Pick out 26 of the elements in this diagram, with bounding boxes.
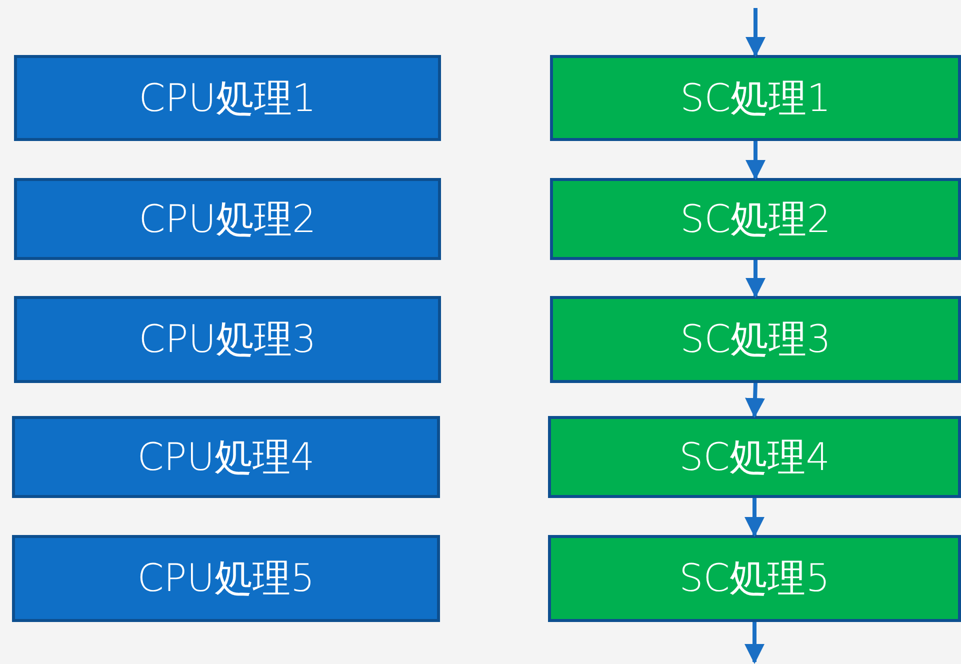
process-label: SC処理1: [680, 74, 831, 122]
arrow: [746, 141, 766, 180]
process-label: CPU処理5: [137, 555, 315, 602]
arrow: [745, 382, 766, 418]
process-box: [12, 416, 440, 498]
process-box: [14, 55, 441, 141]
process-box: [14, 296, 441, 383]
process-label: CPU処理4: [137, 434, 315, 480]
process-box: [12, 535, 440, 622]
arrow: [746, 8, 766, 57]
process-box: [550, 296, 961, 383]
process-label: SC処理5: [679, 555, 830, 602]
arrow: [746, 260, 766, 298]
process-label: SC処理2: [680, 196, 831, 242]
process-label: CPU処理1: [138, 74, 316, 122]
process-box: [550, 178, 961, 260]
process-box: [548, 416, 961, 498]
process-label: SC処理3: [680, 316, 831, 363]
arrow: [744, 498, 764, 537]
process-label: SC処理4: [679, 434, 830, 480]
process-box: [14, 178, 441, 260]
process-box: [550, 55, 961, 141]
process-box: [548, 535, 961, 622]
arrow: [744, 622, 764, 664]
process-label: CPU処理2: [138, 196, 316, 242]
process-label: CPU処理3: [138, 316, 316, 363]
